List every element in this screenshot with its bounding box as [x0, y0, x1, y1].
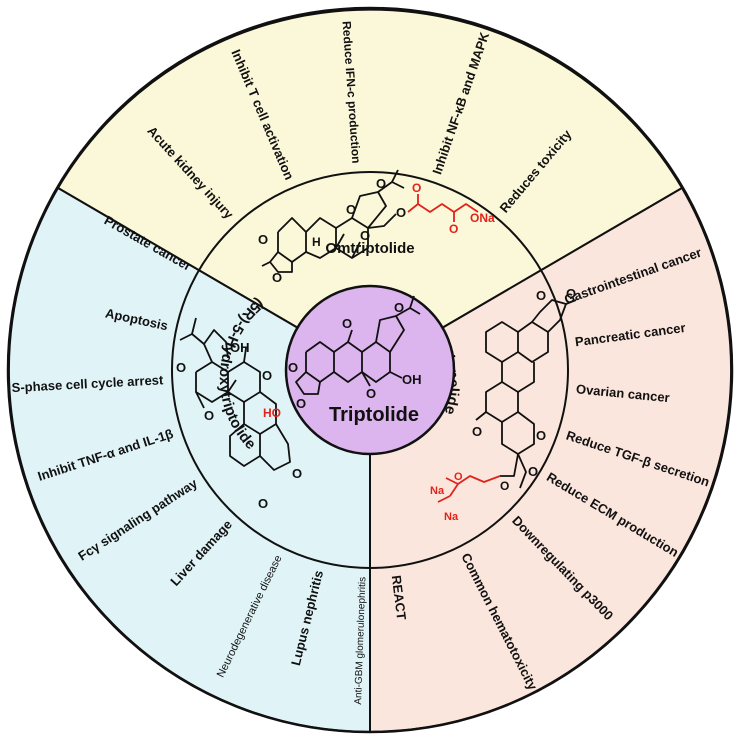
omtriptolide-structure [261, 169, 405, 273]
hydroxytriptolide-atoms: OH O O O O O HO [176, 340, 302, 511]
minnelide-sodium-1: Na [430, 485, 445, 497]
triptolide-atoms: O O OH O O O [288, 300, 422, 411]
triptolide-oxygen-1: O [342, 316, 352, 331]
omtriptolide-oxygen-1: O [346, 202, 356, 217]
minnelide-oxygen-3: O [528, 464, 538, 479]
hydroxytriptolide-ring-o: O [292, 466, 302, 481]
hydroxytriptolide-oh: OH [230, 340, 250, 355]
minnelide-atoms: O O O O O O O Na Na [430, 286, 576, 523]
omtriptolide-carbonyl-o: O [258, 232, 268, 247]
minnelide-carbonyl-o: O [566, 286, 576, 301]
omtriptolide-sodium-salt: ONa [470, 211, 495, 225]
omtriptolide-oxygen-2: O [376, 176, 386, 191]
triptolide-ring-o: O [296, 396, 306, 411]
triptolide-center-circle [284, 284, 456, 456]
hydroxytriptolide-oxygen-1: O [176, 360, 186, 375]
hydroxytriptolide-carbonyl-o: O [258, 496, 268, 511]
omtriptolide-ring-o: O [272, 270, 282, 285]
omtriptolide-oxygen-3: O [396, 205, 406, 220]
hydroxytriptolide-hydroxy: HO [263, 406, 281, 420]
triptolide-structure [295, 295, 421, 395]
triptolide-carbonyl-o: O [288, 360, 298, 375]
omtriptolide-oxygen-4: O [360, 228, 370, 243]
inner-ring-outline [171, 171, 569, 569]
triptolide-label: Triptolide [329, 404, 419, 426]
omtriptolide-atoms: O O O O O O H O O ONa [258, 176, 495, 285]
effect-label-react: REACT [389, 574, 409, 620]
outer-ring-outline [6, 6, 734, 734]
minnelide-ether-o: O [500, 479, 509, 493]
omtriptolide-substituent [407, 194, 479, 222]
minnelide-structure [475, 299, 577, 489]
minnelide-substituent [437, 475, 501, 503]
effect-label-anti-gbm-glomerulonephritis: Anti-GBM glomerulonephritis [353, 577, 368, 705]
minnelide-sodium-2: Na [444, 511, 459, 523]
omtriptolide-hydrogen: H [312, 235, 321, 249]
triptolide-oxygen-2: O [394, 300, 404, 315]
sector-backgrounds [7, 8, 733, 734]
hydroxytriptolide-oxygen-2: O [262, 368, 272, 383]
triptolide-oxygen-3: O [366, 386, 376, 401]
omtriptolide-acid-o: O [449, 222, 458, 236]
omtriptolide-ester-o: O [412, 181, 421, 195]
minnelide-oxygen-2: O [536, 428, 546, 443]
omtriptolide-label: Omtriptolide [325, 240, 414, 257]
minnelide-ring-o: O [536, 288, 546, 303]
triptolide-oh: OH [402, 372, 422, 387]
hydroxytriptolide-oxygen-3: O [204, 408, 214, 423]
minnelide-oxygen-1: O [472, 424, 482, 439]
hydroxytriptolide-structure [179, 317, 291, 471]
minnelide-phosphate-o: O [454, 471, 463, 483]
